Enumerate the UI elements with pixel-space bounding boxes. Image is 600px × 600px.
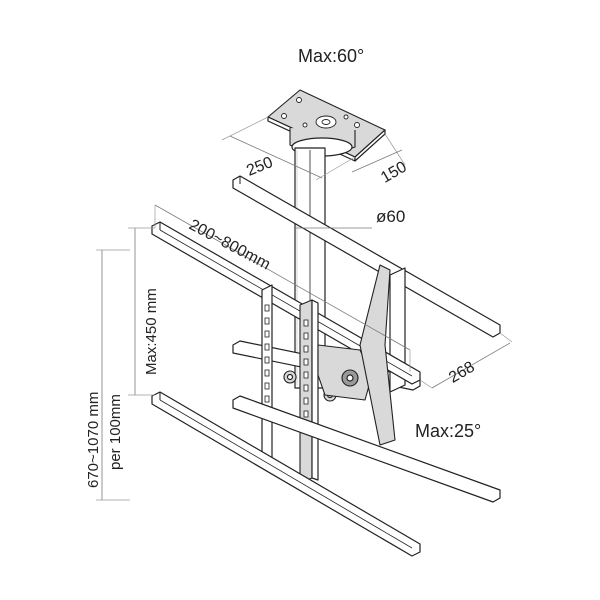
- max-tilt-bottom-label: Max:25°: [415, 421, 481, 441]
- height-range-label: 670~1070 mm: [85, 392, 102, 488]
- dimension-lines: [96, 116, 513, 501]
- vesa-height-label: Max:450 mm: [143, 288, 160, 375]
- bracket-slots: [264, 304, 309, 431]
- rail-depth-label: 268: [446, 359, 478, 387]
- plate-depth-label: 150: [378, 159, 410, 187]
- max-tilt-top-label: Max:60°: [298, 46, 364, 66]
- plate-width-label: 250: [244, 154, 275, 180]
- ceiling-plate: [267, 89, 386, 162]
- front-lower-rail: [151, 391, 501, 557]
- height-step-label: per 100mm: [107, 394, 124, 470]
- vertical-brackets: [261, 264, 396, 484]
- pole-diameter-label: ø60: [376, 207, 405, 226]
